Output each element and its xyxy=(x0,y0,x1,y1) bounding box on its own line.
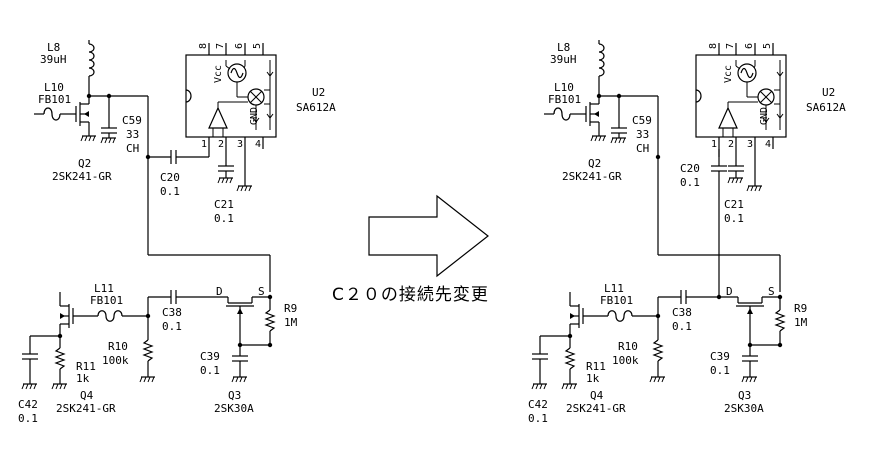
c20-ref: C20 xyxy=(680,162,700,175)
u2-pin7: 7 xyxy=(725,43,736,49)
u2-ref: U2 xyxy=(822,86,835,99)
c59-ref: C59 xyxy=(632,114,652,127)
u2-ref: U2 xyxy=(312,86,325,99)
c21-value: 0.1 xyxy=(724,212,744,225)
c39-ref: C39 xyxy=(710,350,730,363)
r9-value: 1M xyxy=(284,316,298,329)
drain-label: D xyxy=(726,285,733,298)
r9-value: 1M xyxy=(794,316,808,329)
q2-ref: Q2 xyxy=(588,157,601,170)
u2-pin7: 7 xyxy=(215,43,226,49)
l8-value: 39uH xyxy=(550,53,577,66)
schematic-after xyxy=(531,39,787,390)
u2-pin4: 4 xyxy=(765,139,771,150)
l8-ref: L8 xyxy=(557,41,570,54)
q3-ref: Q3 xyxy=(228,389,241,402)
c39-value: 0.1 xyxy=(710,364,730,377)
c59-extra: CH xyxy=(636,142,649,155)
q4-value: 2SK241-GR xyxy=(566,402,626,415)
l8-ref: L8 xyxy=(47,41,60,54)
c59-value: 33 xyxy=(636,128,649,141)
source-label: S xyxy=(258,285,265,298)
l10-value: FB101 xyxy=(38,93,71,106)
u2-value: SA612A xyxy=(806,101,846,114)
q2-value: 2SK241-GR xyxy=(52,170,112,183)
r10-value: 100k xyxy=(102,354,129,367)
c21-value: 0.1 xyxy=(214,212,234,225)
c42-ref: C42 xyxy=(528,398,548,411)
q4-ref: Q4 xyxy=(80,389,94,402)
u2-gnd: GND xyxy=(249,107,260,125)
labels-before: L8 39uH L10 FB101 C59 33 CH Q2 2SK241-GR… xyxy=(18,41,336,425)
u2-pin6: 6 xyxy=(744,43,755,49)
q4-value: 2SK241-GR xyxy=(56,402,116,415)
u2-gnd: GND xyxy=(759,107,770,125)
q4-ref: Q4 xyxy=(590,389,604,402)
u2-pin4: 4 xyxy=(255,139,261,150)
u2-pin6: 6 xyxy=(234,43,245,49)
u2-pin2: 2 xyxy=(728,139,734,150)
c20-capacitor-before xyxy=(147,149,210,165)
c21-ref: C21 xyxy=(724,198,744,211)
r9-ref: R9 xyxy=(794,302,807,315)
q3-value: 2SK30A xyxy=(214,402,254,415)
r11-value: 1k xyxy=(586,372,600,385)
u2-vcc: Vcc xyxy=(213,65,224,83)
r9-ref: R9 xyxy=(284,302,297,315)
l11-value: FB101 xyxy=(90,294,123,307)
l11-ref: L11 xyxy=(94,282,114,295)
c38-ref: C38 xyxy=(162,306,182,319)
u2-pin1: 1 xyxy=(711,139,717,150)
u2-pin5: 5 xyxy=(252,43,263,49)
q2-ref: Q2 xyxy=(78,157,91,170)
c38-value: 0.1 xyxy=(162,320,182,333)
l10-value: FB101 xyxy=(548,93,581,106)
c42-ref: C42 xyxy=(18,398,38,411)
q2-value: 2SK241-GR xyxy=(562,170,622,183)
q3-value: 2SK30A xyxy=(724,402,764,415)
drain-label: D xyxy=(216,285,223,298)
r11-ref: R11 xyxy=(586,360,606,373)
l8-value: 39uH xyxy=(40,53,67,66)
c59-value: 33 xyxy=(126,128,139,141)
u2-pin2: 2 xyxy=(218,139,224,150)
r11-value: 1k xyxy=(76,372,90,385)
r11-ref: R11 xyxy=(76,360,96,373)
r10-value: 100k xyxy=(612,354,639,367)
l11-ref: L11 xyxy=(604,282,624,295)
c20-value: 0.1 xyxy=(160,185,180,198)
big-right-arrow xyxy=(368,194,489,278)
l10-ref: L10 xyxy=(554,81,574,94)
c20-ref: C20 xyxy=(160,171,180,184)
u2-pin5: 5 xyxy=(762,43,773,49)
u2-pin3: 3 xyxy=(237,139,243,150)
u2-pin8: 8 xyxy=(198,43,209,49)
caption-text: C２０の接続先変更 xyxy=(332,285,489,305)
c38-ref: C38 xyxy=(672,306,692,319)
c39-ref: C39 xyxy=(200,350,220,363)
l10-ref: L10 xyxy=(44,81,64,94)
u2-pin3: 3 xyxy=(747,139,753,150)
c39-value: 0.1 xyxy=(200,364,220,377)
r10-ref: R10 xyxy=(108,340,128,353)
labels-after: L8 39uH L10 FB101 C59 33 CH Q2 2SK241-GR… xyxy=(528,41,846,425)
source-label: S xyxy=(768,285,775,298)
r10-ref: R10 xyxy=(618,340,638,353)
u2-pin1: 1 xyxy=(201,139,207,150)
q3-ref: Q3 xyxy=(738,389,751,402)
c59-extra: CH xyxy=(126,142,139,155)
c42-value: 0.1 xyxy=(18,412,38,425)
c42-value: 0.1 xyxy=(528,412,548,425)
u2-value: SA612A xyxy=(296,101,336,114)
c21-ref: C21 xyxy=(214,198,234,211)
u2-pin8: 8 xyxy=(708,43,719,49)
c20-value: 0.1 xyxy=(680,176,700,189)
c59-ref: C59 xyxy=(122,114,142,127)
u2-vcc: Vcc xyxy=(723,65,734,83)
c20-capacitor-after xyxy=(711,149,727,300)
l11-value: FB101 xyxy=(600,294,633,307)
c38-value: 0.1 xyxy=(672,320,692,333)
